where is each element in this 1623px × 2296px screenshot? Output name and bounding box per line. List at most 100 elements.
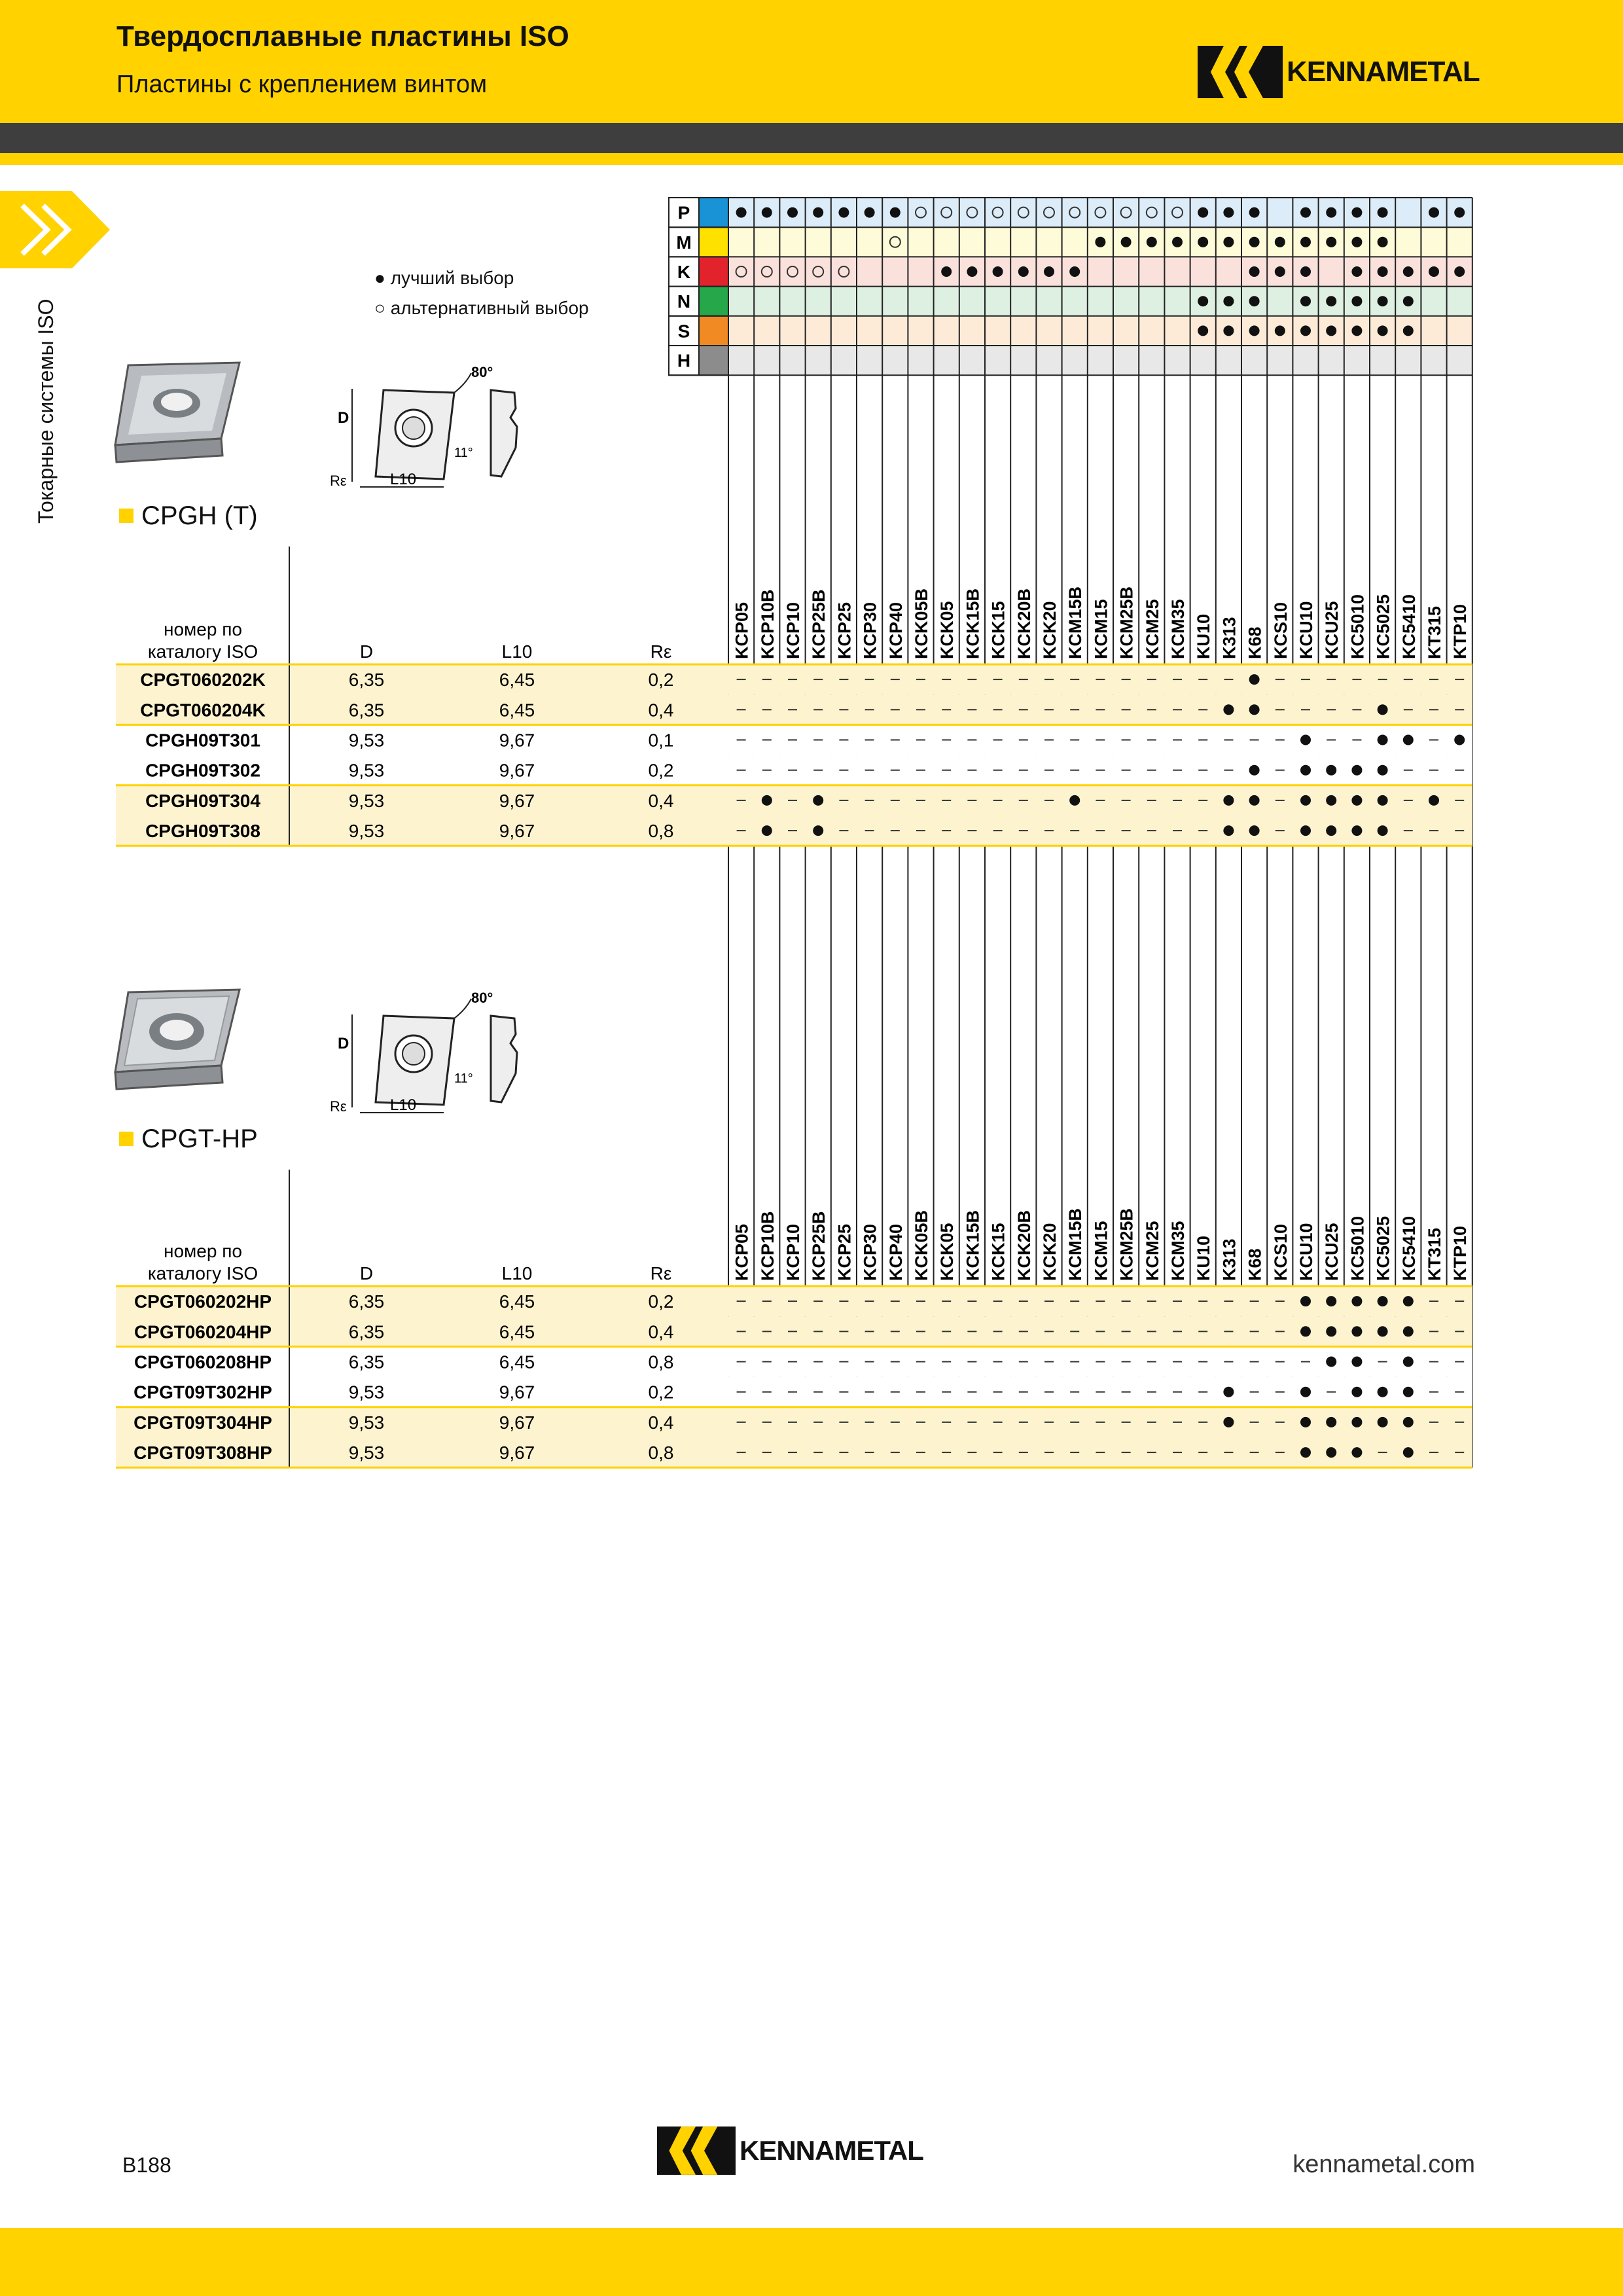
col-header-re: Rε <box>651 641 672 662</box>
grade-label-kck15: KCK15 <box>989 601 1008 659</box>
col-header-d: D <box>360 1263 373 1283</box>
best-choice-dot <box>1300 1386 1311 1397</box>
best-choice-dot <box>1172 236 1183 247</box>
corner-radius: 0,4 <box>649 1412 674 1433</box>
diagram-d-label: D <box>338 1035 349 1052</box>
material-code-n: N <box>677 291 690 312</box>
material-code-p: P <box>678 203 690 223</box>
best-choice-dot <box>864 207 875 218</box>
material-code-s: S <box>678 321 690 341</box>
best-choice-dot <box>889 207 901 218</box>
grade-label-k313: K313 <box>1219 1238 1239 1281</box>
grade-label-kcp25b: KCP25B <box>809 589 829 659</box>
alternative-choice-dot <box>1094 206 1107 219</box>
best-choice-dot <box>1326 1356 1337 1367</box>
alternative-choice-dot <box>787 266 798 278</box>
dimension-d: 9,53 <box>349 730 385 751</box>
alternative-choice-dot <box>735 266 747 278</box>
corner-radius: 0,2 <box>649 761 674 781</box>
col-header-l10: L10 <box>502 1263 533 1283</box>
grade-label-kck20: KCK20 <box>1040 601 1060 659</box>
alternative-choice-dot <box>838 266 850 278</box>
best-choice-dot <box>1377 325 1388 336</box>
dimension-d: 9,53 <box>349 821 385 841</box>
best-choice-dot <box>1351 236 1363 247</box>
best-choice-dot <box>761 825 772 836</box>
grade-label-kcm35: KCM35 <box>1168 1221 1188 1281</box>
grade-label-kcp10: KCP10 <box>783 1224 803 1281</box>
diagram-d-label: D <box>338 409 349 427</box>
grade-label-kcp10b: KCP10B <box>758 1211 777 1281</box>
best-choice-dot <box>813 795 824 806</box>
best-choice-dot <box>813 207 824 218</box>
grade-label-kc5025: KC5025 <box>1374 594 1393 659</box>
best-choice-dot <box>1223 207 1234 218</box>
grade-label-kcm15: KCM15 <box>1091 1221 1111 1281</box>
material-code-cell <box>668 315 700 346</box>
insert-photo-cpgh-icon <box>114 361 241 463</box>
best-choice-dot <box>1377 795 1388 806</box>
header-dark-bar <box>0 123 1623 153</box>
footer-brand-wordmark: KENNAMETAL <box>740 2135 924 2166</box>
grade-label-kcu25: KCU25 <box>1322 601 1342 659</box>
best-choice-dot <box>1249 266 1260 277</box>
diagram-clearance-label: 11° <box>454 446 473 460</box>
catalog-number: CPGH09T301 <box>145 730 260 751</box>
grade-label-kcm15b: KCM15B <box>1065 586 1085 659</box>
grade-label-kcp10b: KCP10B <box>758 589 777 659</box>
best-choice-dot <box>941 266 952 277</box>
corner-radius: 0,4 <box>649 700 674 720</box>
corner-radius: 0,2 <box>649 670 674 690</box>
grade-label-ktp10: KTP10 <box>1450 1226 1470 1281</box>
dimension-d: 6,35 <box>349 1352 385 1372</box>
corner-radius: 0,8 <box>649 1443 674 1463</box>
grade-label-k68: K68 <box>1245 1248 1265 1281</box>
grade-label-kcu25: KCU25 <box>1322 1223 1342 1281</box>
best-choice-dot <box>1223 1386 1234 1397</box>
best-choice-dot <box>1120 236 1132 247</box>
catalog-number: CPGT09T304HP <box>134 1412 272 1433</box>
col-header-d: D <box>360 641 373 662</box>
best-choice-dot <box>1377 266 1388 277</box>
best-choice-dot <box>1351 795 1363 806</box>
grade-label-kcp05: KCP05 <box>732 602 752 659</box>
section-marker <box>119 1132 134 1146</box>
corner-radius: 0,4 <box>649 791 674 811</box>
best-choice-dot <box>787 207 798 218</box>
grade-label-ku10: KU10 <box>1194 1236 1213 1281</box>
corner-radius: 0,8 <box>649 1352 674 1372</box>
best-choice-dot <box>1402 1326 1414 1337</box>
grade-label-kck15b: KCK15B <box>963 588 982 659</box>
alternative-choice-dot <box>1145 206 1158 219</box>
material-code-m: M <box>676 232 691 253</box>
dimension-l10: 6,45 <box>499 670 535 690</box>
best-choice-dot <box>761 795 772 806</box>
corner-radius: 0,4 <box>649 1321 674 1342</box>
catalog-number: CPGT060204K <box>140 700 265 720</box>
best-choice-dot <box>1300 207 1311 218</box>
best-choice-dot <box>1402 734 1414 745</box>
best-choice-dot <box>1377 207 1388 218</box>
best-choice-dot <box>1326 1326 1337 1337</box>
dimension-d: 6,35 <box>349 700 385 720</box>
insert-diagram-cpgt-hp-icon: D 80° Rε L10 11° <box>330 990 518 1114</box>
best-choice-dot <box>1044 266 1054 277</box>
catalog-number: CPGT060202HP <box>134 1291 272 1312</box>
best-choice-dot <box>1351 825 1363 836</box>
diagram-l10-label: L10 <box>390 471 416 488</box>
material-code-k: K <box>677 262 690 282</box>
best-choice-dot <box>1300 795 1311 806</box>
dimension-d: 9,53 <box>349 1382 385 1403</box>
page-number: B188 <box>122 2153 171 2177</box>
best-choice-dot <box>1300 825 1311 836</box>
best-choice-dot <box>1429 795 1439 806</box>
dimension-d: 9,53 <box>349 1412 385 1433</box>
best-choice-dot <box>1326 825 1337 836</box>
grade-label-kck20: KCK20 <box>1040 1223 1060 1281</box>
corner-radius: 0,8 <box>649 821 674 841</box>
diagram-l10-label: L10 <box>390 1096 416 1114</box>
catalog-number: CPGT09T302HP <box>134 1382 272 1403</box>
col-header-catalog-line2: каталогу ISO <box>148 1263 258 1283</box>
grade-label-kcp30: KCP30 <box>861 1224 880 1281</box>
